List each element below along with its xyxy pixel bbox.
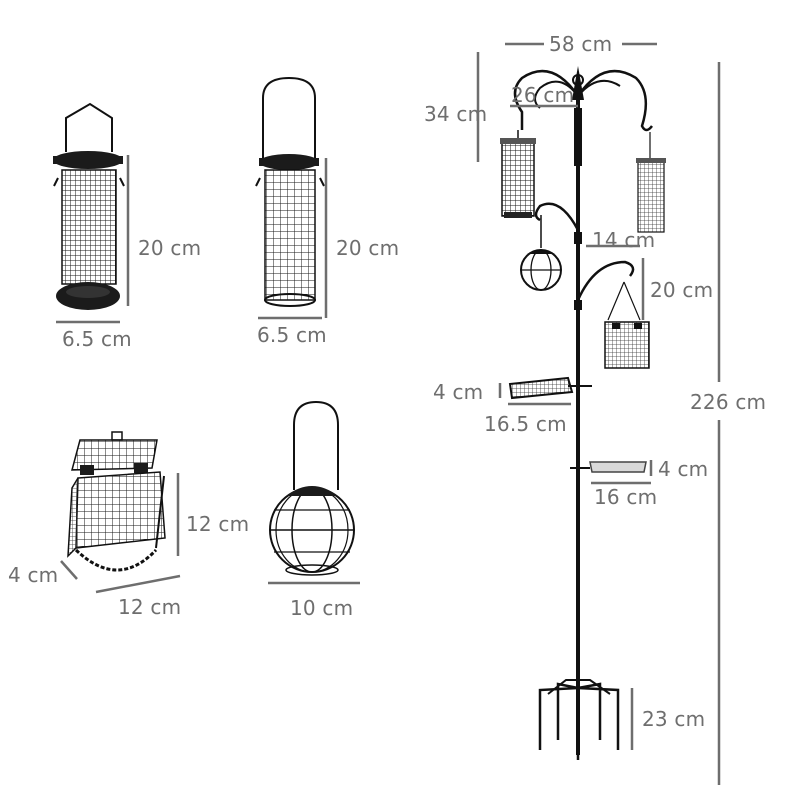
station-tray-upper-diameter-label: 16.5 cm: [484, 412, 567, 436]
tube-feeder-short-height-label: 20 cm: [138, 236, 202, 260]
basket-feeder-depth-label: 4 cm: [8, 563, 59, 587]
tube-feeder-tall-diameter-label: 6.5 cm: [257, 323, 327, 347]
station-total-height-label: 226 cm: [690, 390, 767, 414]
basket-feeder: [67, 431, 166, 572]
station-lower-hook-height-label: 20 cm: [650, 278, 714, 302]
station-tray-lower-height-label: 4 cm: [658, 457, 709, 481]
tube-feeder-tall-height-label: 20 cm: [336, 236, 400, 260]
station-tray-lower-diameter-label: 16 cm: [594, 485, 658, 509]
station-hook-height-label: 34 cm: [424, 102, 488, 126]
basket-feeder-width-label: 12 cm: [118, 595, 182, 619]
ball-feeder-width-label: 10 cm: [290, 596, 354, 620]
feeding-station: [500, 66, 666, 760]
basket-feeder-depth-line: [60, 560, 78, 580]
ball-feeder: [269, 400, 355, 576]
tube-feeder-tall: [255, 76, 325, 307]
tube-feeder-short: [53, 102, 125, 310]
basket-feeder-height-label: 12 cm: [186, 512, 250, 536]
station-stake-height-label: 23 cm: [642, 707, 706, 731]
tube-feeder-short-diameter-label: 6.5 cm: [62, 327, 132, 351]
station-tray-upper-height-label: 4 cm: [433, 380, 484, 404]
station-hook-reach-label: 26 cm: [511, 83, 575, 107]
station-side-hook-reach-label: 14 cm: [592, 228, 656, 252]
basket-feeder-width-line: [95, 574, 181, 594]
station-top-width-label: 58 cm: [549, 32, 613, 56]
